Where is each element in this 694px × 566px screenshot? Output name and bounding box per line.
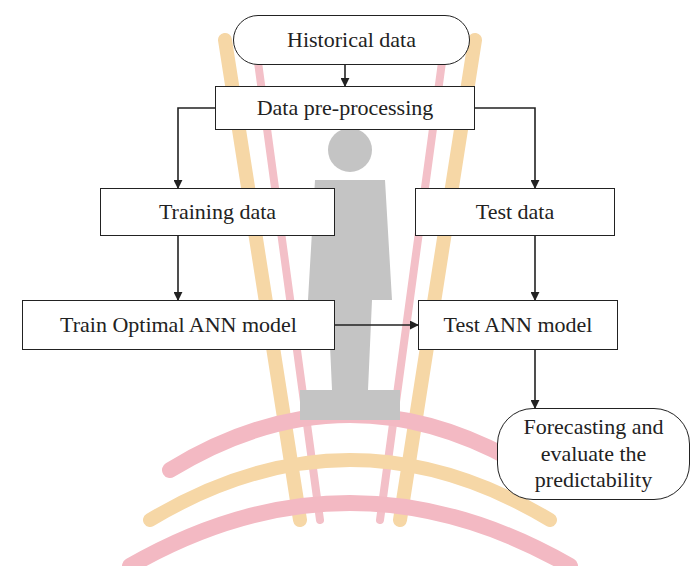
node-label: Forecasting and evaluate the predictabil… bbox=[512, 414, 675, 493]
watermark-arc bbox=[130, 503, 570, 566]
process-box: Training data bbox=[100, 188, 335, 236]
process-box: Test ANN model bbox=[418, 300, 618, 350]
node-label: Test data bbox=[476, 199, 554, 225]
flow-arrow bbox=[177, 236, 179, 300]
node-label: Train Optimal ANN model bbox=[60, 312, 297, 338]
flow-arrow bbox=[344, 65, 346, 86]
flow-arrow bbox=[534, 350, 536, 408]
terminal-box: Historical data bbox=[233, 15, 470, 65]
process-box: Data pre-processing bbox=[215, 86, 475, 130]
node-label: Training data bbox=[159, 199, 276, 225]
flow-arrow bbox=[178, 108, 215, 188]
process-box: Train Optimal ANN model bbox=[22, 300, 335, 350]
flow-arrow bbox=[335, 324, 418, 326]
terminal-box: Forecasting and evaluate the predictabil… bbox=[497, 408, 690, 500]
node-label: Data pre-processing bbox=[257, 95, 434, 121]
flow-arrow bbox=[534, 236, 536, 300]
watermark-figure bbox=[300, 128, 400, 420]
node-label: Historical data bbox=[287, 27, 416, 53]
process-box: Test data bbox=[415, 188, 615, 236]
node-label: Test ANN model bbox=[444, 312, 593, 338]
flow-arrow bbox=[475, 108, 535, 188]
